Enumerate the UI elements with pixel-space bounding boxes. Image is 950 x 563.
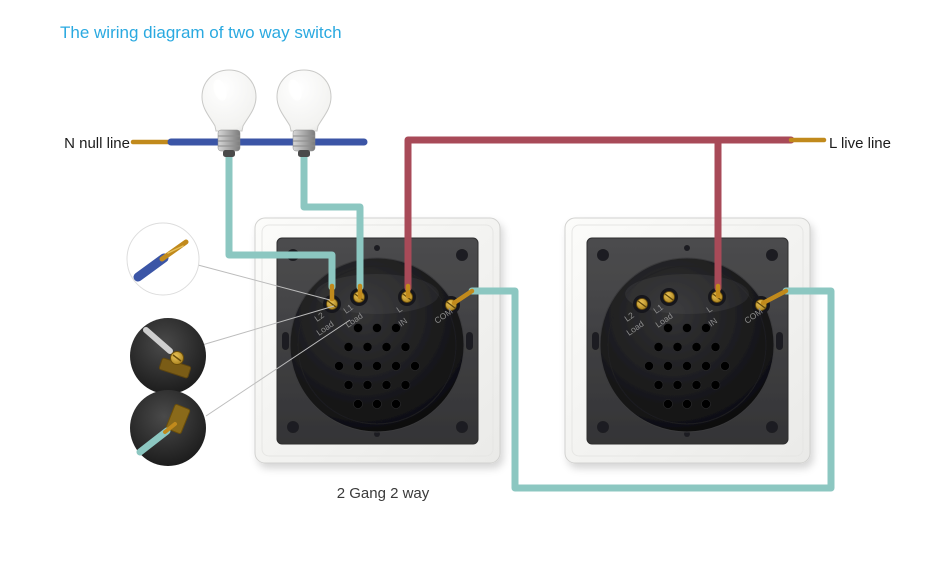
lamp1-wire	[225, 144, 336, 291]
inset-screwdriver-photo	[130, 318, 206, 394]
inset-wire-insert-photo	[130, 390, 206, 466]
leader-line-3	[205, 319, 351, 417]
live-wire	[404, 136, 795, 292]
leader-line-1	[197, 264, 331, 301]
wires	[130, 136, 835, 492]
terminal-label: L	[704, 304, 714, 315]
touch-switch-panel-2	[565, 218, 810, 463]
leader-line-2	[201, 305, 335, 346]
diagram-title: The wiring diagram of two way switch	[60, 23, 342, 42]
com-link-wire	[468, 287, 835, 492]
null-line-label: N null line	[64, 135, 130, 152]
switch-caption: 2 Gang 2 way	[337, 485, 430, 502]
inset-wire-tip-photo	[126, 222, 200, 296]
terminal-label: L	[394, 304, 404, 315]
live-line-label: L live line	[829, 135, 891, 152]
lamp2-wire	[300, 144, 364, 291]
terminal-tip-com-1	[451, 288, 475, 306]
inset-leader-lines	[197, 264, 351, 417]
terminal-tip-com-2	[760, 288, 789, 306]
